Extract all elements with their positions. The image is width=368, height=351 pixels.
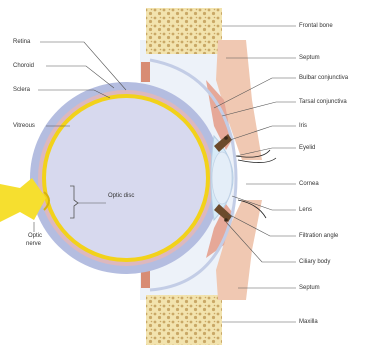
label-maxilla: Maxilla [299, 319, 318, 326]
label-bulbar-conjunctiva: Bulbar conjunctiva [299, 75, 348, 82]
upper-orbital-rim [141, 62, 150, 82]
label-tarsal-conjunctiva: Tarsal conjunctiva [299, 99, 347, 106]
maxilla-bone [146, 295, 222, 345]
label-vitreous: Vitreous [13, 123, 35, 130]
label-filtration-angle: Filtration angle [299, 233, 338, 240]
label-cornea: Cornea [299, 181, 319, 188]
frontal-bone [146, 8, 222, 54]
label-lens: Lens [299, 207, 312, 214]
label-eyelid: Eyelid [299, 145, 315, 152]
ciliary-dot-lower [224, 218, 228, 222]
label-iris: Iris [299, 123, 307, 130]
label-optic-nerve-line1: Optic [28, 233, 42, 240]
label-optic-nerve-line2: nerve [26, 241, 41, 248]
ciliary-dot-upper [224, 136, 228, 140]
label-choroid: Choroid [13, 63, 34, 70]
label-frontal-bone: Frontal bone [299, 23, 333, 30]
vitreous-body [46, 98, 206, 258]
label-retina: Retina [13, 39, 30, 46]
label-septum-top: Septum [299, 55, 320, 62]
label-sclera: Sclera [13, 87, 30, 94]
label-septum-bottom: Septum [299, 285, 320, 292]
label-optic-disc: Optic disc [108, 193, 134, 200]
lens-shape [212, 152, 232, 204]
label-ciliary-body: Ciliary body [299, 259, 330, 266]
